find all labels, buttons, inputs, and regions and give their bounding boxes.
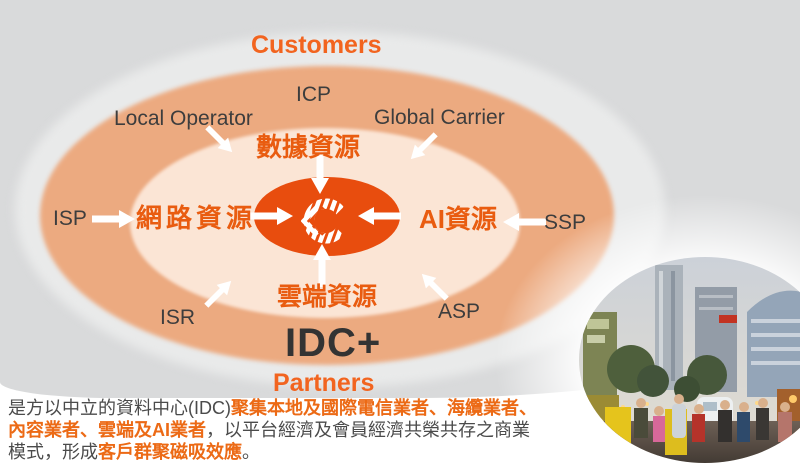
desc-l1-dark: 是方以中立的資料中心(IDC) [8,398,231,418]
arrow-isr-icon [200,274,237,311]
resource-network: 網路資源 [136,203,257,233]
role-asp: ASP [438,300,481,323]
desc-l3-dark-a: 模式，形成 [8,442,98,462]
resource-data: 數據資源 [256,132,361,162]
description-line-1: 是方以中立的資料中心(IDC)聚集本地及國際電信業者、海纜業者、 [8,397,568,419]
desc-l3-dark-b: 。 [242,442,260,462]
arrow-ssp-to-ai-icon [502,212,546,232]
arrow-ai-to-core-icon [357,206,401,226]
partners-caption: Partners [273,369,375,397]
arrow-isp-to-network-icon [92,209,136,229]
desc-l3-orange: 客戶群聚磁吸效應 [98,442,242,462]
arrow-asp-icon [415,267,452,304]
desc-l2-orange: 內容業者、雲端及AI業者 [8,420,206,440]
arrow-local-operator-icon [201,121,238,158]
arrow-cloud-to-core-icon [312,243,332,287]
role-local-operator: Local Operator [114,107,253,130]
description-line-3: 模式，形成客戶群聚磁吸效應。 [8,441,568,463]
arrow-network-to-core-icon [250,206,294,226]
chief-telecom-c-logo-icon [300,196,353,246]
customers-caption: Customers [251,31,382,59]
arrow-data-to-core-icon [310,151,330,195]
idc-plus-title: IDC+ [285,321,382,365]
role-ssp: SSP [544,211,587,234]
resource-cloud: 雲端資源 [277,283,378,311]
chief-logo-svg [300,198,344,244]
role-isp: ISP [53,207,87,230]
arrow-global-carrier-icon [404,128,441,165]
role-global-carrier: Global Carrier [374,106,505,129]
description-line-2: 內容業者、雲端及AI業者，以平台經濟及會員經濟共榮共存之商業 [8,419,568,441]
role-isr: ISR [160,306,196,329]
resource-ai: AI資源 [419,204,498,234]
desc-l1-orange: 聚集本地及國際電信業者、海纜業者、 [231,398,537,418]
desc-l2-dark: ，以平台經濟及會員經濟共榮共存之商業 [206,420,530,440]
role-icp: ICP [296,83,332,106]
description-paragraph: 是方以中立的資料中心(IDC)聚集本地及國際電信業者、海纜業者、 內容業者、雲端… [8,397,568,463]
